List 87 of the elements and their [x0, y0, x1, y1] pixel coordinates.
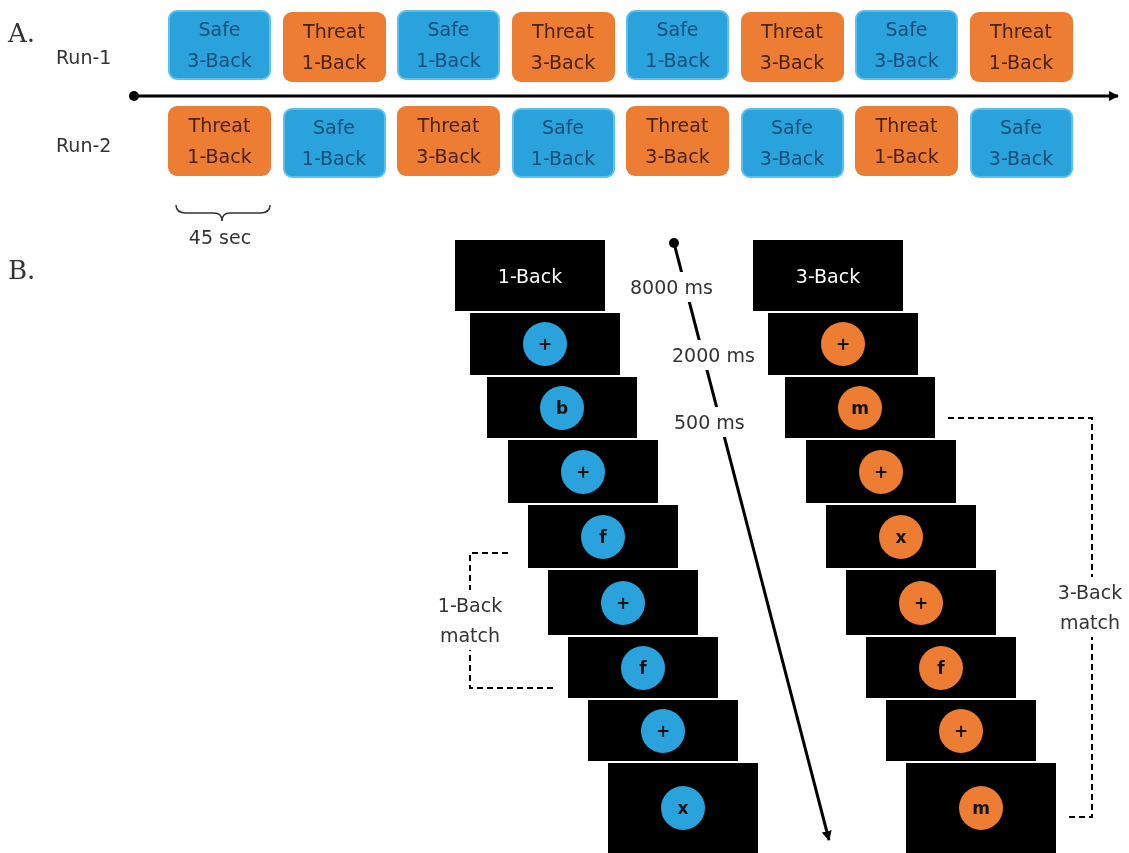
block-label: Threat — [303, 19, 365, 44]
task-title: 1-Back — [496, 263, 564, 289]
task-title: 3-Back — [794, 263, 862, 289]
stimulus-circle: m — [959, 786, 1003, 830]
block-card — [626, 106, 729, 176]
block-card — [511, 12, 615, 82]
screen-panel — [886, 700, 1036, 761]
block-label: Threat — [875, 113, 938, 138]
stimulus-circle: + — [523, 322, 567, 366]
block-label: 3-Back — [759, 146, 825, 171]
block-label: Safe — [312, 115, 356, 140]
screen-panel — [588, 700, 738, 761]
screen-panel — [608, 763, 758, 853]
block-card — [740, 12, 844, 82]
stimulus-circle: f — [621, 646, 665, 690]
block-label: Threat — [761, 19, 823, 44]
block-label: 3-Back — [759, 50, 825, 75]
block-label: 3-Back — [530, 50, 596, 75]
stimulus-circle: + — [859, 450, 903, 494]
block-label: Threat — [646, 113, 709, 138]
screen-panel — [785, 377, 935, 438]
block-label: 3-Back — [416, 144, 481, 169]
screen-panel — [568, 637, 718, 698]
block-label: Safe — [427, 17, 470, 42]
block-label: 3-Back — [645, 144, 710, 169]
duration-label: 2000 ms — [672, 340, 755, 370]
block-label: 3-Back — [187, 48, 252, 73]
stimulus-circle: + — [561, 450, 605, 494]
block-card — [397, 106, 500, 176]
screen-panel — [753, 240, 903, 311]
block-card — [855, 106, 958, 176]
block-label: Safe — [198, 17, 241, 42]
screen-panel — [866, 637, 1016, 698]
block-label: Threat — [188, 113, 251, 138]
block-card — [969, 108, 1073, 178]
block-card — [626, 10, 729, 80]
screen-panel — [528, 505, 678, 568]
screen-panel — [826, 505, 976, 568]
block-card — [969, 12, 1073, 82]
block-label: Safe — [885, 17, 928, 42]
screen-panel — [806, 440, 956, 503]
block-card — [168, 10, 271, 80]
stimulus-circle: f — [581, 515, 625, 559]
stimulus-circle: x — [661, 786, 705, 830]
block-label: 1-Back — [874, 144, 939, 169]
screen-panel — [487, 377, 637, 438]
block-label: Threat — [417, 113, 480, 138]
block-card — [397, 10, 500, 80]
screen-panel — [455, 240, 605, 311]
stimulus-circle: x — [879, 515, 923, 559]
stimulus-circle: + — [641, 709, 685, 753]
block-label: Safe — [770, 115, 814, 140]
block-label: 1-Back — [416, 48, 481, 73]
stimulus-circle: b — [540, 386, 584, 430]
block-label: Safe — [656, 17, 699, 42]
block-label: 3-Back — [988, 146, 1054, 171]
stimulus-circle: f — [919, 646, 963, 690]
screen-panel — [906, 763, 1056, 853]
block-label: Threat — [532, 19, 594, 44]
block-card — [855, 10, 958, 80]
block-label: 1-Back — [187, 144, 252, 169]
stimulus-circle: + — [821, 322, 865, 366]
block-card — [511, 108, 615, 178]
duration-label: 500 ms — [674, 407, 745, 437]
screen-panel — [548, 570, 698, 635]
screen-panel — [470, 313, 620, 375]
block-label: 1-Back — [301, 146, 367, 171]
block-label: Threat — [990, 19, 1052, 44]
block-label: 1-Back — [530, 146, 596, 171]
block-card — [168, 106, 271, 176]
block-label: Safe — [541, 115, 585, 140]
stimulus-circle: m — [838, 386, 882, 430]
screen-panel — [846, 570, 996, 635]
duration-label: 8000 ms — [630, 272, 713, 302]
screen-panel — [508, 440, 658, 503]
block-label: 1-Back — [988, 50, 1054, 75]
block-label: 1-Back — [645, 48, 710, 73]
block-card — [282, 108, 386, 178]
block-label: 3-Back — [874, 48, 939, 73]
stimulus-circle: + — [899, 581, 943, 625]
block-card — [740, 108, 844, 178]
block-label: 1-Back — [301, 50, 367, 75]
block-card — [282, 12, 386, 82]
stimulus-circle: + — [939, 709, 983, 753]
screen-panel — [768, 313, 918, 375]
stimulus-circle: + — [601, 581, 645, 625]
block-label: Safe — [999, 115, 1043, 140]
